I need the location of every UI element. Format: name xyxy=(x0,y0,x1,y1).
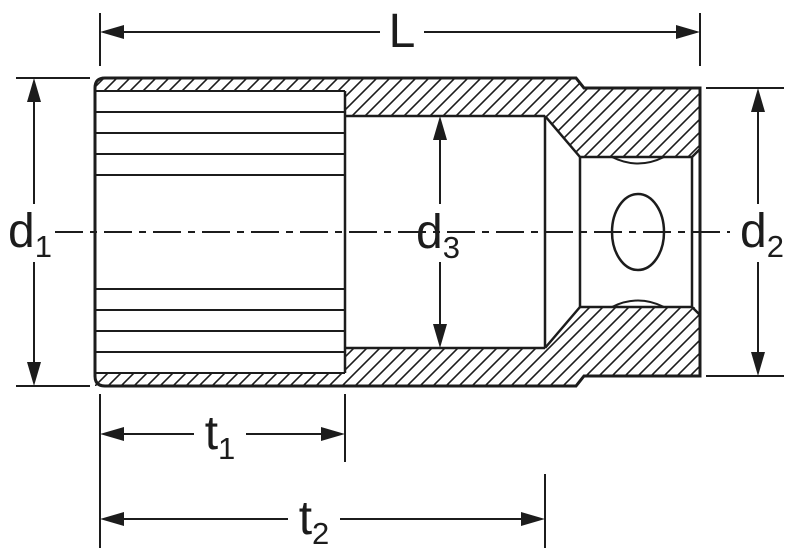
arrowhead-right xyxy=(321,427,345,441)
arrowhead-up xyxy=(27,78,41,102)
label-d3: d3 xyxy=(416,206,460,265)
ball-groove-arcs xyxy=(611,156,665,308)
label-L: L xyxy=(389,5,416,58)
dimension-d2: d2 xyxy=(706,87,784,377)
hatch-bottom-wall xyxy=(345,307,700,386)
arrowhead-left xyxy=(100,427,124,441)
label-d2: d2 xyxy=(740,205,784,264)
serration-lines xyxy=(95,90,345,374)
arrowhead-down xyxy=(751,352,765,376)
hatch-left-top-band xyxy=(95,78,345,91)
cone-transition xyxy=(544,115,581,349)
arrowhead-right xyxy=(521,512,545,526)
dimension-t2: t2 xyxy=(100,474,546,551)
hatch-left-bottom-band xyxy=(95,373,345,386)
dimension-d3: d3 xyxy=(416,116,460,348)
arrowhead-up xyxy=(751,88,765,112)
body-outline xyxy=(93,76,702,388)
arrowhead-down xyxy=(433,324,447,348)
dimension-L: L xyxy=(99,5,701,66)
label-d1: d1 xyxy=(8,205,52,264)
hatch-top-wall xyxy=(345,78,700,157)
arrowhead-right xyxy=(676,25,700,39)
label-t1: t1 xyxy=(205,407,236,466)
dimension-d1: d1 xyxy=(8,77,90,387)
arrowhead-left xyxy=(100,25,124,39)
label-t2: t2 xyxy=(299,492,330,551)
arrowhead-down xyxy=(27,362,41,386)
arrowhead-left xyxy=(100,512,124,526)
dimension-t1: t1 xyxy=(99,394,346,548)
arrowhead-up xyxy=(433,116,447,140)
ball-detent-ellipse xyxy=(610,192,666,272)
